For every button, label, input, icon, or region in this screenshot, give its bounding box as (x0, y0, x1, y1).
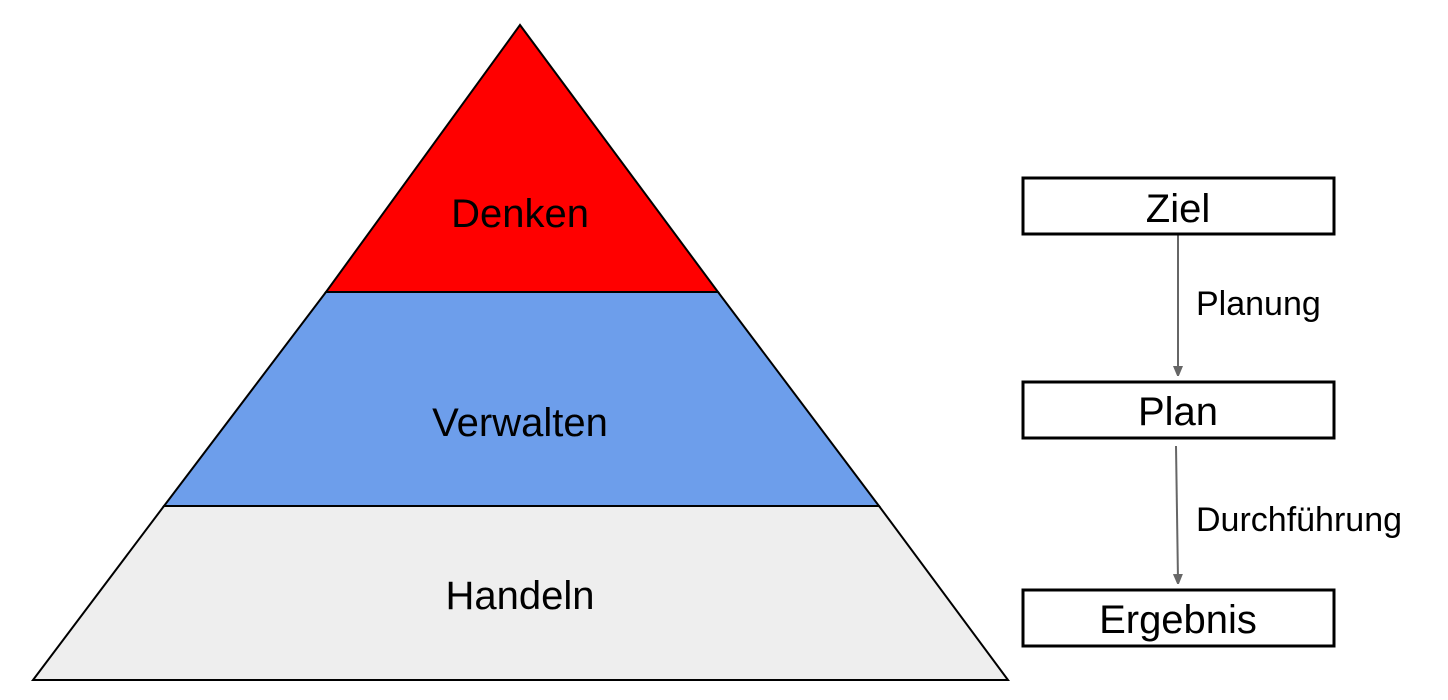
flow-node-label-ergebnis: Ergebnis (1099, 598, 1257, 642)
flow-node-ziel (1021, 176, 1336, 236)
flow-edge-label-1: Planung (1196, 285, 1321, 323)
pyramid: Denken Verwalten Handeln (30, 23, 1010, 681)
pyramid-label-bottom: Handeln (445, 574, 594, 618)
pyramid-label-middle: Verwalten (432, 401, 608, 445)
flow-arrow-2 (1176, 445, 1178, 580)
flow-node-ergebnis (1021, 588, 1336, 648)
pyramid-label-top: Denken (451, 192, 589, 236)
flow-node-label-ziel: Ziel (1146, 187, 1210, 231)
flow-node-plan (1021, 380, 1336, 440)
pyramid-layer-bottom (30, 505, 1010, 681)
flow-node-label-plan: Plan (1138, 390, 1218, 434)
flow-diagram: Planung Durchführung Ziel Plan Ergebnis (1021, 176, 1402, 648)
pyramid-layer-top (324, 23, 720, 293)
pyramid-layer-middle (161, 291, 882, 507)
flow-edge-label-2: Durchführung (1196, 501, 1402, 539)
